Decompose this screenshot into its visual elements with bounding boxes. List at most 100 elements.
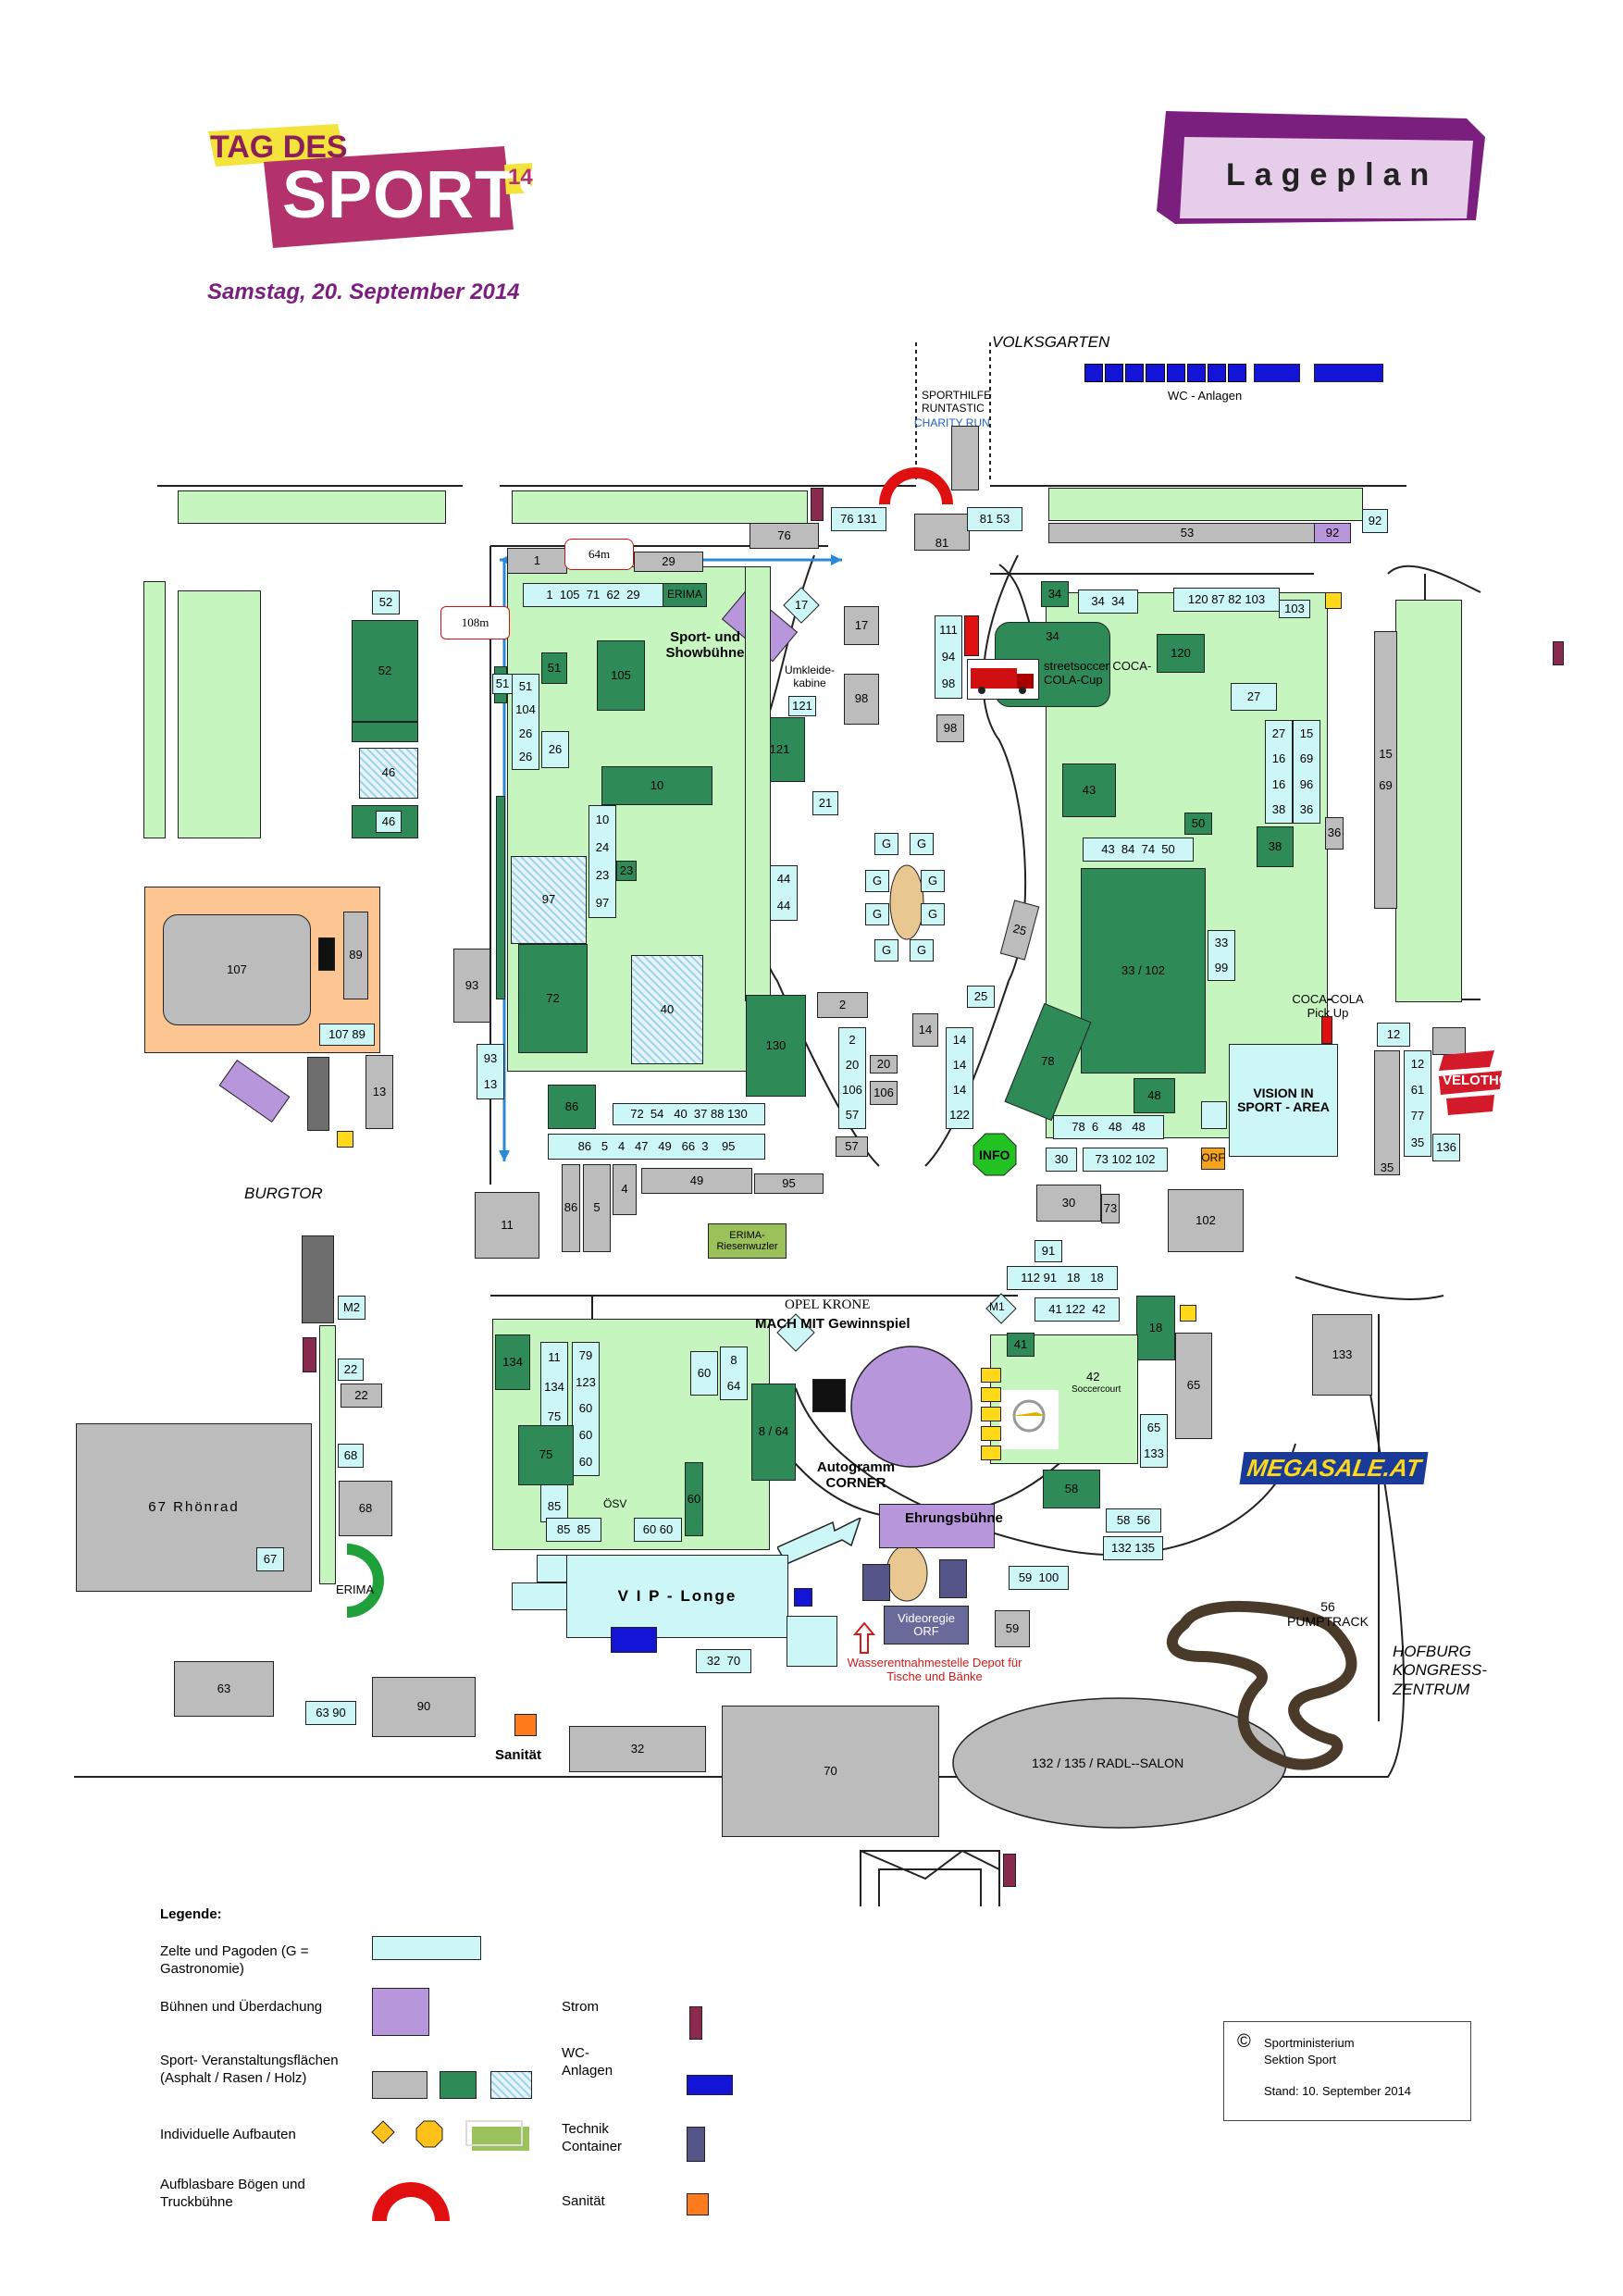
- booth-86b[interactable]: 86: [562, 1164, 580, 1252]
- booth-58-56[interactable]: 58 56: [1106, 1508, 1161, 1533]
- booth-36[interactable]: 36: [1325, 817, 1344, 850]
- booth-17[interactable]: 17: [844, 606, 879, 645]
- booth-95[interactable]: 95: [754, 1173, 824, 1194]
- gastro-tent[interactable]: G: [910, 833, 934, 855]
- booth-22[interactable]: 22: [341, 1384, 382, 1408]
- booth-121-small[interactable]: 121: [788, 696, 816, 716]
- booth-41-42[interactable]: 41 122 42: [1035, 1297, 1120, 1322]
- booth-53[interactable]: 53: [1048, 523, 1326, 543]
- booth-2[interactable]: 2: [817, 992, 868, 1018]
- booth-30[interactable]: 30: [1046, 1148, 1077, 1172]
- booth-98-center[interactable]: 98: [936, 714, 964, 742]
- booth-51[interactable]: 51: [492, 674, 513, 694]
- booth-22-small[interactable]: 22: [338, 1359, 364, 1381]
- gastro-tent[interactable]: G: [921, 870, 945, 892]
- vip-longe[interactable]: V I P - Longe: [566, 1555, 788, 1638]
- booth-102[interactable]: 102: [1168, 1189, 1244, 1252]
- booth-73-102[interactable]: 73 102 102: [1083, 1148, 1168, 1172]
- booth-14[interactable]: 14: [912, 1013, 938, 1047]
- booth-60[interactable]: 60: [690, 1351, 718, 1396]
- booth-17-diamond[interactable]: 17: [783, 587, 820, 624]
- booth-43[interactable]: 43: [1062, 763, 1116, 817]
- videoregie[interactable]: Videoregie ORF: [884, 1606, 969, 1644]
- booth-89[interactable]: 89: [343, 912, 368, 999]
- booth-130[interactable]: 130: [746, 995, 806, 1097]
- booth-46[interactable]: 46: [359, 748, 418, 799]
- booth-35-col[interactable]: 35: [1374, 1050, 1400, 1175]
- booth-5[interactable]: 5: [583, 1164, 611, 1252]
- booth-row-86-95[interactable]: 86 5 4 47 49 66 3 95: [548, 1134, 765, 1160]
- booth-107[interactable]: 107: [163, 914, 311, 1025]
- booth-65-big[interactable]: 65: [1175, 1333, 1212, 1439]
- booth-133[interactable]: 133: [1312, 1314, 1372, 1396]
- booth-25[interactable]: 25: [967, 986, 995, 1008]
- booth-46-small[interactable]: 46: [376, 811, 402, 833]
- booth-81-53[interactable]: 81 53: [967, 507, 1022, 531]
- booth-107-89[interactable]: 107 89: [319, 1024, 375, 1046]
- booth-120-103[interactable]: 120 87 82 103: [1173, 588, 1280, 612]
- booth-10[interactable]: 10: [601, 766, 712, 805]
- booth-60-60[interactable]: 60 60: [634, 1518, 682, 1542]
- booth-29[interactable]: 29: [634, 552, 703, 572]
- booth-81[interactable]: 81: [914, 514, 970, 551]
- booth-30-grey[interactable]: 30: [1036, 1185, 1101, 1222]
- gastro-tent[interactable]: G: [921, 903, 945, 925]
- booth-33-102[interactable]: 33 / 102: [1081, 868, 1206, 1074]
- booth-41[interactable]: 41: [1007, 1333, 1035, 1357]
- booth-59-100[interactable]: 59 100: [1009, 1566, 1069, 1590]
- ehrungsbuehne[interactable]: [879, 1504, 995, 1548]
- booth-92[interactable]: 92: [1362, 509, 1388, 533]
- booth-98[interactable]: 98: [844, 674, 879, 725]
- booth-112-18[interactable]: 112 91 18 18: [1007, 1266, 1118, 1290]
- booth-26[interactable]: 26: [541, 731, 569, 768]
- booth-68-small[interactable]: 68: [338, 1444, 364, 1468]
- booth-92-stage[interactable]: 92: [1314, 523, 1351, 543]
- booth-4[interactable]: 4: [613, 1164, 637, 1215]
- booth-58[interactable]: 58: [1043, 1470, 1100, 1508]
- booth-97[interactable]: 97: [511, 856, 587, 944]
- booth-136[interactable]: 136: [1432, 1134, 1460, 1161]
- booth-76[interactable]: 76: [750, 523, 819, 549]
- gastro-tent[interactable]: G: [910, 939, 934, 962]
- booth-34-sq[interactable]: 34: [1041, 581, 1069, 607]
- booth-52[interactable]: 52: [352, 620, 418, 722]
- booth-11[interactable]: 11: [475, 1192, 539, 1259]
- orf-marker[interactable]: ORF: [1201, 1148, 1225, 1170]
- booth-erima[interactable]: ERIMA: [663, 583, 707, 607]
- booth-13[interactable]: 13: [365, 1055, 393, 1129]
- booth-85-85[interactable]: 85 85: [546, 1518, 601, 1542]
- booth-63-90[interactable]: 63 90: [305, 1701, 356, 1725]
- booth-52-top[interactable]: 52: [372, 590, 400, 614]
- booth-103[interactable]: 103: [1279, 600, 1310, 618]
- booth-72[interactable]: 72: [518, 944, 588, 1053]
- booth-8-64-green[interactable]: 8 / 64: [751, 1384, 796, 1481]
- booth-34-34[interactable]: 34 34: [1078, 590, 1138, 614]
- erima-wuzler[interactable]: ERIMA- Riesenwuzler: [708, 1223, 787, 1259]
- booth-78-48[interactable]: 78 6 48 48: [1053, 1115, 1164, 1139]
- booth-m2[interactable]: M2: [338, 1296, 365, 1320]
- booth-63[interactable]: 63: [174, 1661, 274, 1717]
- booth-18[interactable]: 18: [1136, 1296, 1175, 1360]
- booth-50[interactable]: 50: [1184, 813, 1212, 835]
- booth-68[interactable]: 68: [339, 1481, 392, 1536]
- booth-132-135[interactable]: 132 135: [1103, 1536, 1163, 1560]
- booth-75[interactable]: 75: [518, 1425, 574, 1485]
- booth-row-72-130[interactable]: 72 54 40 37 88 130: [613, 1103, 765, 1125]
- booth-67[interactable]: 67: [256, 1547, 284, 1571]
- booth-43-50[interactable]: 43 84 74 50: [1083, 838, 1194, 862]
- booth-70[interactable]: 70: [722, 1706, 939, 1837]
- booth-40[interactable]: 40: [631, 955, 703, 1064]
- gastro-tent[interactable]: G: [865, 903, 889, 925]
